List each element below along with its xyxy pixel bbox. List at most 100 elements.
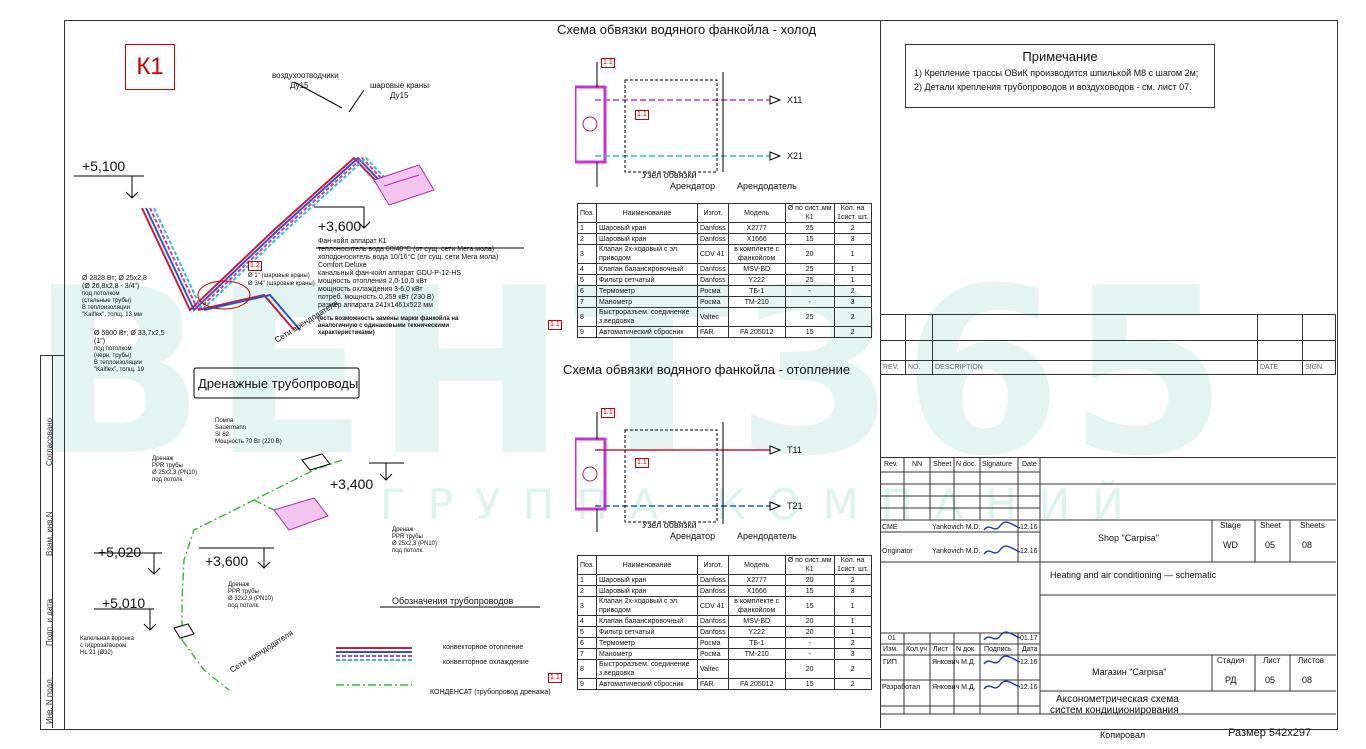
spec-cell: X1666 bbox=[727, 585, 786, 597]
drain-line: Ø 25х2,3 (PN10) bbox=[152, 470, 198, 476]
fancoil-line: Фан-койл аппарат К1 bbox=[318, 238, 387, 245]
drain-line: PPR трубы bbox=[228, 589, 259, 595]
spec-cell: 20 bbox=[784, 626, 835, 638]
pump-line: Sauermann bbox=[215, 425, 247, 431]
fancoil-line: мощность отопления 2,0-10,0 кВт bbox=[318, 278, 427, 285]
side-stamp-column bbox=[52, 355, 53, 728]
legend-cond: КОНДЕНСАТ (трубопровод дренажа) bbox=[430, 689, 551, 696]
heat-node: Узел обвязки bbox=[642, 520, 697, 530]
spec-cell: Valtec bbox=[697, 307, 729, 327]
spec-cell: Быстроразъем. соединение з.вердовка bbox=[596, 307, 698, 327]
level-5020: +5,020 bbox=[98, 544, 142, 560]
cold-x11: X11 bbox=[787, 95, 803, 105]
spec-cell: Манометр bbox=[596, 648, 698, 660]
spec-cell: Клапан балансировочный bbox=[596, 615, 698, 627]
spec-cell: CDV 41 bbox=[697, 596, 729, 616]
spec-cell: MSV-BD bbox=[727, 263, 786, 275]
spec-cell: ТМ-210 bbox=[727, 648, 786, 660]
tb-stage-h: Stage bbox=[1220, 521, 1241, 530]
spec-cell: 25 bbox=[784, 222, 835, 234]
drain-line: Дренаж bbox=[392, 527, 414, 533]
heat-tenant: Арендатор bbox=[670, 531, 716, 541]
tag-1-1: 1.1 bbox=[635, 110, 649, 120]
tb-ru-header: Изм. bbox=[883, 646, 898, 653]
pipe-spec-line: (1") bbox=[94, 338, 106, 345]
spec-cell: Шаровый кран bbox=[596, 574, 698, 586]
legend-cool: конвекторное охлаждение bbox=[443, 659, 529, 666]
pipe-spec-line: (Ø 26,8х2,8 - 3/4") bbox=[82, 283, 140, 290]
level-3600-drain: +3,600 bbox=[205, 553, 249, 569]
spec-cell: - bbox=[784, 285, 835, 297]
spec-cell: 3 bbox=[833, 648, 872, 660]
drain-label-1: Дренаж PPR трубы Ø 25х2,3 (PN10) под пот… bbox=[152, 456, 197, 484]
title-block-grid bbox=[880, 458, 1336, 715]
spec-cell: Клапан 2х-ходовый с эл. приводом bbox=[596, 596, 698, 616]
pump-line: Помпа bbox=[215, 418, 234, 424]
spec-cell: 1 bbox=[833, 596, 872, 616]
spec-cell: Быстроразъем. соединение з.вердовка bbox=[596, 659, 698, 679]
spec-cell: Шаровый кран bbox=[596, 233, 698, 245]
level-3400: +3,400 bbox=[330, 476, 374, 492]
fancoil-line: мощность охлаждения 3-6,0 кВт bbox=[318, 286, 423, 293]
drain-label-2: Дренаж PPR трубы Ø 25х2,3 (PN10) под пот… bbox=[392, 527, 437, 555]
pipe-spec-line: "Kaiflex", толщ. 13 мм bbox=[82, 312, 142, 318]
tb-date: 12.16 bbox=[1020, 659, 1038, 666]
tb-header: Sheet bbox=[933, 461, 952, 468]
col-header: Поз. bbox=[577, 555, 597, 575]
heat-spec-table: Поз. Наименование Изгот. Модель Ø по сис… bbox=[577, 555, 872, 690]
spec-cell: 5 bbox=[577, 626, 597, 638]
spec-cell: Росма bbox=[697, 648, 729, 660]
spec-cell: 1 bbox=[833, 615, 872, 627]
fancoil-spec: Фан-койл аппарат К1 теплоноситель вода 6… bbox=[318, 238, 498, 337]
spec-cell: Росма bbox=[697, 637, 729, 649]
spec-cell: Danfoss bbox=[697, 274, 729, 286]
tb-sheets-h: Sheets bbox=[1300, 521, 1325, 530]
col-header: Наименование bbox=[596, 555, 698, 575]
copied-label: Копировал bbox=[1100, 730, 1146, 740]
drain-line: под потолк. bbox=[228, 603, 260, 609]
tb-date: 12.16 bbox=[1020, 524, 1038, 531]
spec-cell: Шаровый кран bbox=[596, 585, 698, 597]
watermark-subtitle: ГРУППА КОМПАНИЙ bbox=[380, 480, 1146, 529]
signature-mark bbox=[983, 545, 1021, 555]
fancoil-line: размер аппарата 241х1461х522 мм bbox=[318, 302, 433, 309]
heat-t11: T11 bbox=[787, 445, 802, 455]
cold-tenant: Арендатор bbox=[670, 181, 716, 191]
tb-developed: Разработал bbox=[882, 684, 921, 691]
spec-cell: 1 bbox=[833, 263, 872, 275]
spec-cell: 2 bbox=[833, 285, 872, 297]
spec-cell: Фильтр сетчатый bbox=[596, 274, 698, 286]
signature-mark bbox=[983, 680, 1021, 690]
spec-cell: 4 bbox=[577, 263, 597, 275]
spec-cell: 1 bbox=[833, 244, 872, 264]
spec-cell: ТБ-1 bbox=[727, 285, 786, 297]
col-header: Наименование bbox=[596, 203, 698, 223]
spec-cell bbox=[727, 659, 786, 679]
spec-cell: 2 bbox=[833, 326, 872, 338]
level-5100: +5,100 bbox=[82, 158, 126, 174]
tag-1-2: 1.2 bbox=[248, 261, 262, 271]
tb-header: N doc. bbox=[956, 461, 977, 468]
spec-cell: 8 bbox=[577, 659, 597, 679]
pump-line: Мощность 70 Вт (220 В) bbox=[215, 439, 282, 445]
tb-stage-ru: РД bbox=[1225, 675, 1237, 685]
k1-badge: К1 bbox=[125, 44, 175, 90]
note-box: Примечание 1) Крепление трассы ОВиК прои… bbox=[905, 44, 1215, 108]
tb-sheet-h: Sheet bbox=[1260, 521, 1281, 530]
cold-spec-table: Поз. Наименование Изгот. Модель Ø по сис… bbox=[577, 203, 872, 338]
fancoil-line: канальный фан-койл аппарат GDU-P-12-HS bbox=[318, 270, 462, 277]
spec-cell: FA 205012 bbox=[727, 326, 786, 338]
spec-cell: 15 bbox=[784, 233, 835, 245]
pipe-spec-line: В теплоизоляции bbox=[94, 360, 142, 366]
spec-cell: Danfoss bbox=[697, 626, 729, 638]
spec-cell: 7 bbox=[577, 296, 597, 308]
heat-t21: T21 bbox=[787, 501, 803, 511]
spec-cell: 15 bbox=[784, 326, 835, 338]
